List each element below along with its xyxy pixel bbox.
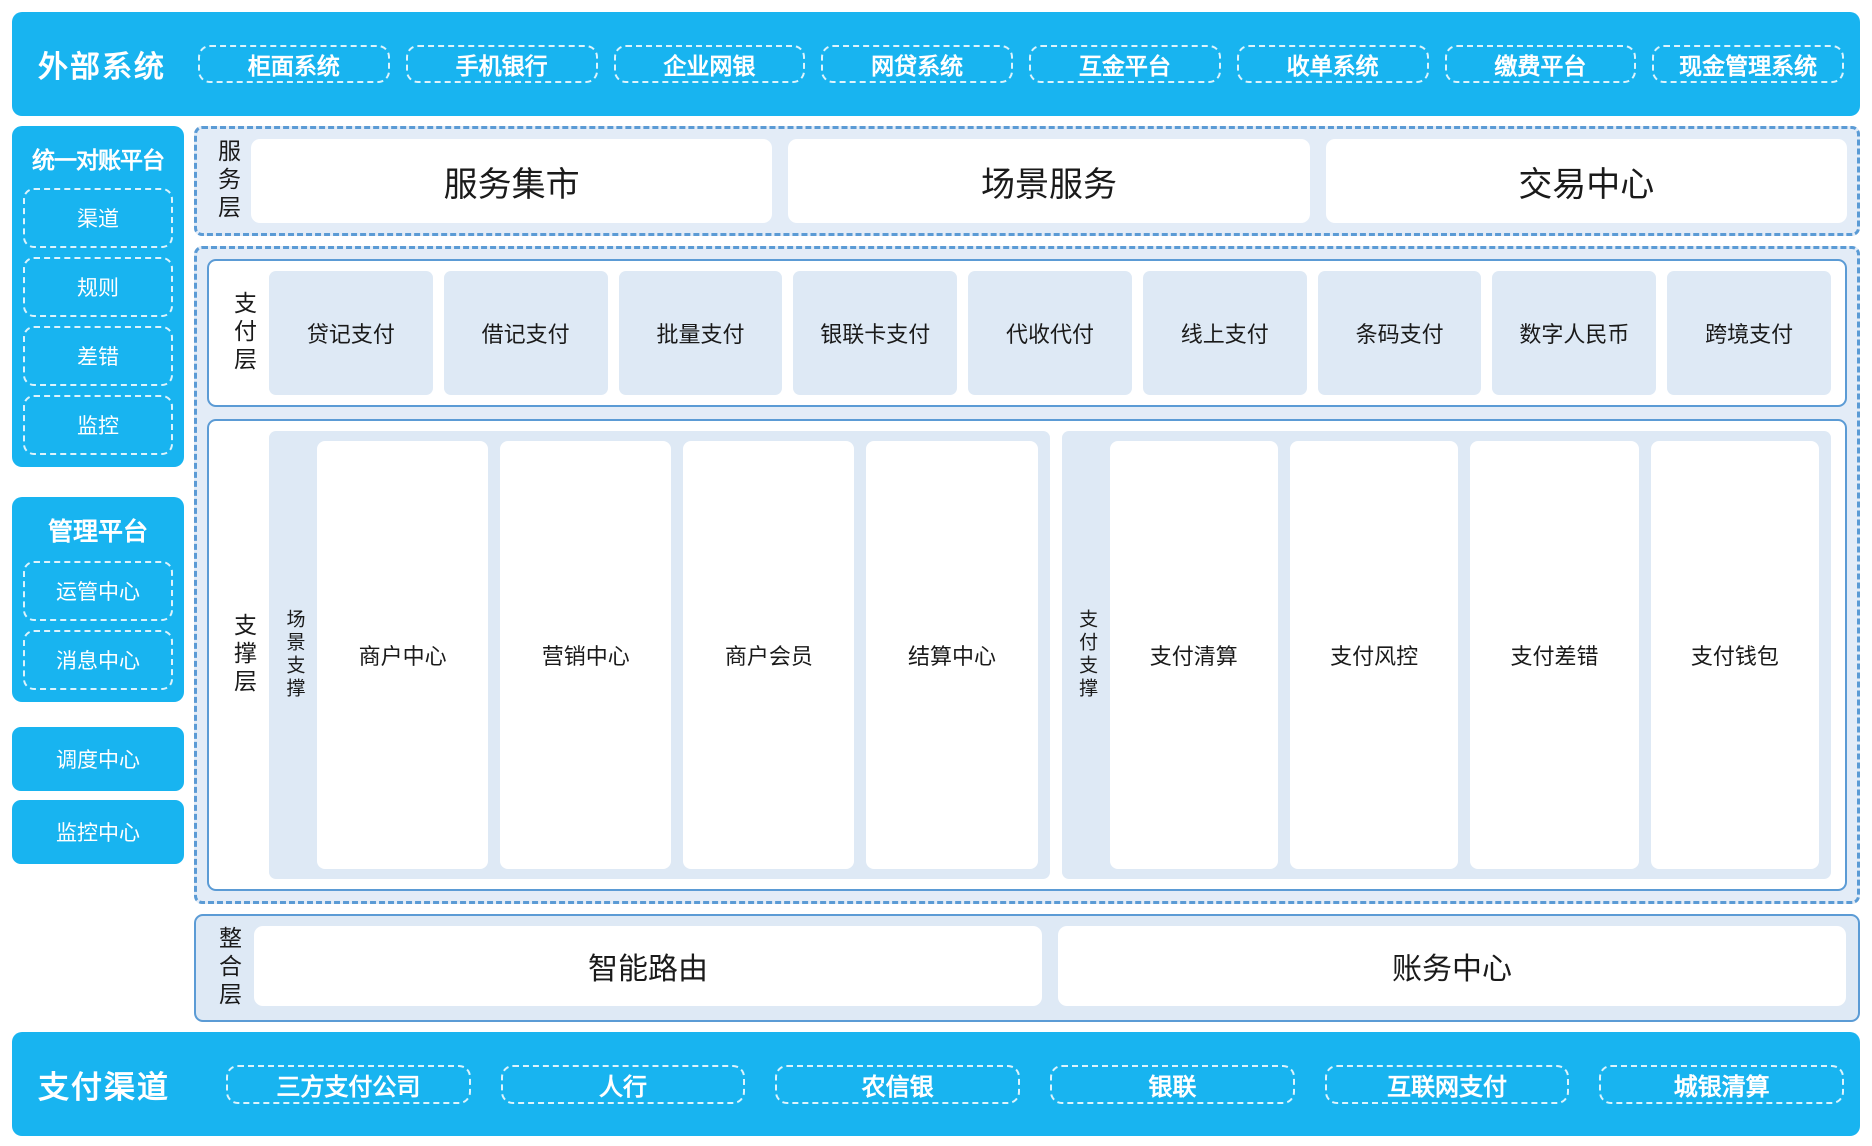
debit-payment-card[interactable]: 借记支付 — [443, 271, 608, 395]
payment-support-block: 支付支撑 支付清算 支付风控 支付差错 支付钱包 — [1061, 431, 1831, 879]
service-layer-group: 服务层 服务集市 场景服务 交易中心 — [194, 126, 1860, 236]
merchant-membership-card[interactable]: 商户会员 — [683, 441, 855, 869]
cross-border-payment-card[interactable]: 跨境支付 — [1667, 271, 1832, 395]
payment-layer-label: 支付层 — [230, 291, 257, 375]
payment-discrepancy-card[interactable]: 支付差错 — [1470, 441, 1639, 869]
service-layer-label: 服务层 — [214, 139, 241, 223]
transaction-center-card[interactable]: 交易中心 — [1325, 139, 1847, 223]
integration-layer-label: 整合层 — [215, 926, 242, 1010]
channel-rural-credit-bank-chip[interactable]: 农信银 — [775, 1064, 1021, 1104]
credit-payment-card[interactable]: 贷记支付 — [269, 271, 433, 395]
external-system-counter-chip[interactable]: 柜面系统 — [198, 45, 390, 83]
core-layers-group: 支付层 贷记支付 借记支付 批量支付 银联卡支付 代收代付 线上支付 条码支付 … — [194, 246, 1860, 904]
accounting-center-card[interactable]: 账务中心 — [1058, 926, 1846, 1006]
channel-pboc-chip[interactable]: 人行 — [500, 1064, 746, 1104]
sidebar-item-monitoring-center[interactable]: 监控中心 — [12, 800, 184, 864]
sidebar-item-message-center[interactable]: 消息中心 — [23, 630, 173, 690]
integration-layer-panel: 整合层 智能路由 账务中心 — [194, 914, 1860, 1022]
support-layer-panel: 支撑层 场景支撑 商户中心 营销中心 商户会员 结算中心 — [207, 419, 1847, 891]
external-system-cash-management-chip[interactable]: 现金管理系统 — [1652, 45, 1844, 83]
layers-column: 服务层 服务集市 场景服务 交易中心 支付层 贷记支付 借记支付 批量 — [194, 126, 1860, 1022]
external-system-mobile-bank-chip[interactable]: 手机银行 — [405, 45, 598, 83]
sidebar-item-monitoring[interactable]: 监控 — [23, 395, 173, 455]
unified-reconciliation-platform-panel: 统一对账平台 渠道 规则 差错 监控 — [12, 126, 184, 467]
payment-risk-control-card[interactable]: 支付风控 — [1289, 441, 1459, 869]
external-system-online-loan-chip[interactable]: 网贷系统 — [821, 45, 1013, 83]
payment-wallet-card[interactable]: 支付钱包 — [1650, 441, 1819, 869]
scene-support-label: 场景支撑 — [283, 609, 305, 701]
merchant-center-card[interactable]: 商户中心 — [317, 441, 489, 869]
support-layer-label: 支撑层 — [230, 613, 257, 697]
payment-channels-items: 三方支付公司 人行 农信银 银联 互联网支付 城银清算 — [202, 1064, 1845, 1104]
online-payment-card[interactable]: 线上支付 — [1142, 271, 1307, 395]
sidebar-item-discrepancy[interactable]: 差错 — [23, 326, 173, 386]
external-systems-items: 柜面系统 手机银行 企业网银 网贷系统 互金平台 收单系统 缴费平台 现金管理系… — [198, 45, 1844, 83]
sidebar-item-scheduling-center[interactable]: 调度中心 — [12, 727, 184, 791]
digital-rmb-card[interactable]: 数字人民币 — [1492, 271, 1657, 395]
smart-routing-card[interactable]: 智能路由 — [254, 926, 1042, 1006]
sidebar-item-channel[interactable]: 渠道 — [23, 188, 173, 248]
collection-disbursement-card[interactable]: 代收代付 — [968, 271, 1132, 395]
settlement-center-card[interactable]: 结算中心 — [866, 441, 1038, 869]
management-platform-title: 管理平台 — [47, 518, 148, 546]
payment-support-cards: 支付清算 支付风控 支付差错 支付钱包 — [1109, 441, 1819, 869]
support-layer-body: 场景支撑 商户中心 营销中心 商户会员 结算中心 支付支撑 支付清算 — [269, 431, 1831, 879]
channel-city-bank-clearing-chip[interactable]: 城银清算 — [1599, 1064, 1845, 1104]
unionpay-card-payment-card[interactable]: 银联卡支付 — [793, 271, 958, 395]
channel-unionpay-chip[interactable]: 银联 — [1050, 1064, 1295, 1104]
left-sidebar: 统一对账平台 渠道 规则 差错 监控 管理平台 运管中心 消息中心 调度中心 监… — [12, 126, 184, 1022]
scenario-service-card[interactable]: 场景服务 — [788, 139, 1310, 223]
external-system-bill-payment-chip[interactable]: 缴费平台 — [1444, 45, 1637, 83]
payment-clearing-card[interactable]: 支付清算 — [1109, 441, 1278, 869]
external-systems-title: 外部系统 — [38, 51, 166, 84]
service-layer-cards: 服务集市 场景服务 交易中心 — [251, 139, 1847, 223]
channel-internet-payment-chip[interactable]: 互联网支付 — [1324, 1064, 1570, 1104]
channel-third-party-payment-chip[interactable]: 三方支付公司 — [226, 1064, 471, 1104]
barcode-payment-card[interactable]: 条码支付 — [1317, 271, 1482, 395]
batch-payment-card[interactable]: 批量支付 — [618, 271, 783, 395]
payment-support-label: 支付支撑 — [1076, 609, 1098, 701]
sidebar-item-rules[interactable]: 规则 — [23, 257, 173, 317]
management-platform-panel: 管理平台 运管中心 消息中心 — [12, 497, 184, 702]
external-system-acquiring-chip[interactable]: 收单系统 — [1236, 45, 1429, 83]
middle-region: 统一对账平台 渠道 规则 差错 监控 管理平台 运管中心 消息中心 调度中心 监… — [12, 126, 1860, 1022]
marketing-center-card[interactable]: 营销中心 — [500, 441, 672, 869]
external-system-corporate-ebank-chip[interactable]: 企业网银 — [613, 45, 806, 83]
unified-reconciliation-platform-title: 统一对账平台 — [32, 147, 165, 173]
integration-layer-cards: 智能路由 账务中心 — [254, 926, 1846, 1010]
payment-channels-bar: 支付渠道 三方支付公司 人行 农信银 银联 互联网支付 城银清算 — [12, 1032, 1860, 1136]
sidebar-item-operations-center[interactable]: 运管中心 — [23, 561, 173, 621]
service-market-card[interactable]: 服务集市 — [251, 139, 773, 223]
external-system-internet-finance-chip[interactable]: 互金平台 — [1029, 45, 1221, 83]
scene-support-cards: 商户中心 营销中心 商户会员 结算中心 — [317, 441, 1038, 869]
service-layer-row: 服务层 服务集市 场景服务 交易中心 — [207, 139, 1847, 223]
external-systems-bar: 外部系统 柜面系统 手机银行 企业网银 网贷系统 互金平台 收单系统 缴费平台 … — [12, 12, 1860, 116]
payment-layer-cards: 贷记支付 借记支付 批量支付 银联卡支付 代收代付 线上支付 条码支付 数字人民… — [269, 271, 1832, 395]
payment-layer-panel: 支付层 贷记支付 借记支付 批量支付 银联卡支付 代收代付 线上支付 条码支付 … — [207, 259, 1847, 407]
scene-support-block: 场景支撑 商户中心 营销中心 商户会员 结算中心 — [269, 431, 1050, 879]
payment-channels-title: 支付渠道 — [38, 1069, 170, 1105]
